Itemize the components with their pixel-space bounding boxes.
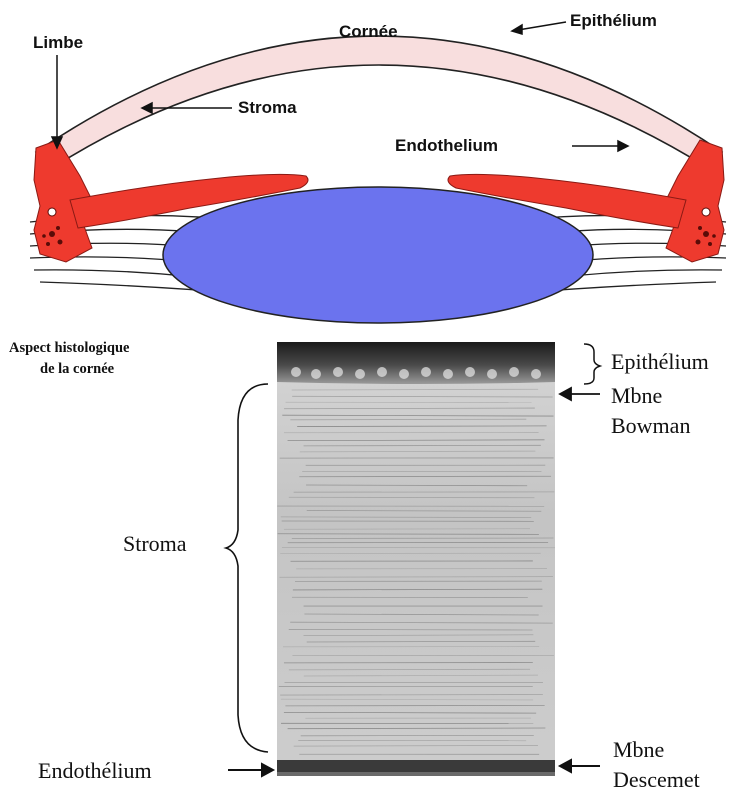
endothelium-label-top: Endothelium [395, 136, 498, 155]
histology-section: Aspect histologique de la cornée Epithél… [9, 340, 709, 792]
stroma-lamella [304, 445, 541, 446]
limbus-label: Limbe [33, 33, 83, 52]
bowman-label-line1: Mbne [611, 383, 662, 408]
crystalline-lens [163, 187, 593, 323]
cornea-label: Cornée [339, 22, 398, 41]
epithelium-label-histo: Epithélium [611, 349, 709, 374]
stroma-label-histo: Stroma [123, 531, 187, 556]
stroma-brace [226, 384, 268, 752]
endothelium-label-histo: Endothélium [38, 758, 152, 783]
histology-title-line1: Aspect histologique [9, 340, 130, 356]
descemet-label-line1: Mbne [613, 737, 664, 762]
stroma-lamella [285, 705, 544, 706]
histology-micrograph [277, 342, 555, 776]
histology-title-line2: de la cornée [40, 361, 115, 377]
bowman-arrow [560, 388, 600, 400]
stroma-label-top: Stroma [238, 98, 297, 117]
descemet-arrow [560, 760, 600, 772]
stroma-lamella [289, 629, 533, 630]
epithelium-label-top: Epithélium [570, 11, 657, 30]
bowman-label-line2: Bowman [611, 413, 690, 438]
endothelium-arrow [228, 764, 273, 776]
eye-anterior-segment-diagram: Cornée Epithélium Limbe Stroma Endotheli… [30, 11, 726, 323]
descemet-label-line2: Descemet [613, 767, 700, 792]
stroma-lamella [280, 694, 543, 695]
epithelium-brace [584, 344, 600, 384]
